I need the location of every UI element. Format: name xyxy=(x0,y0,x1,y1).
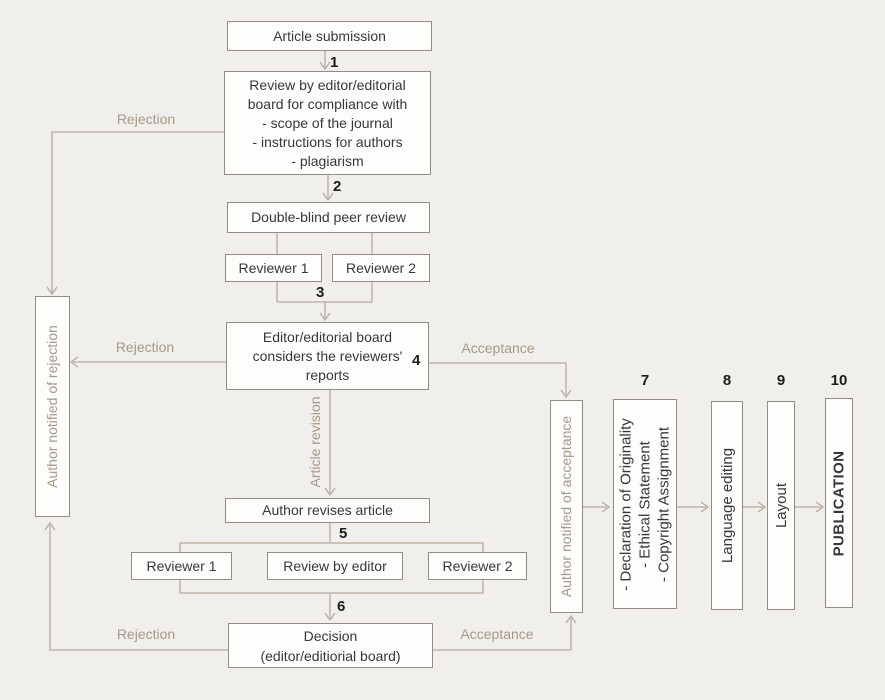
box-label: Article submission xyxy=(273,27,386,44)
box-language-editing: Language editing xyxy=(711,401,743,610)
label-rejection-top: Rejection xyxy=(116,111,176,127)
box-double-blind-review: Double-blind peer review xyxy=(227,202,430,233)
box-review-by-editor: Review by editor xyxy=(267,552,403,580)
box-publication: PUBLICATION xyxy=(825,398,853,608)
box-editor-considers: Editor/editorial board considers the rev… xyxy=(226,322,429,390)
box-decision: Decision (editor/editiorial board) xyxy=(228,623,433,668)
box-article-submission: Article submission xyxy=(227,21,432,51)
step-number-6: 6 xyxy=(337,598,346,615)
box-line: considers the reviewers' xyxy=(252,347,403,364)
box-reviewer2-top: Reviewer 2 xyxy=(332,254,430,282)
label-acceptance-top: Acceptance xyxy=(461,340,535,356)
box-reviewer1-top: Reviewer 1 xyxy=(225,254,322,282)
step-number-7: 7 xyxy=(640,372,650,389)
box-reviewer2-bottom: Reviewer 2 xyxy=(428,552,527,580)
box-layout: Layout xyxy=(767,401,795,610)
step-number-4: 4 xyxy=(412,352,421,369)
box-line: - Ethical Statement xyxy=(636,440,654,568)
box-line: Decision xyxy=(303,627,358,644)
box-label: Author notified of acceptance xyxy=(558,415,574,598)
box-line: Review by editor/editorial xyxy=(249,76,406,93)
step-number-3: 3 xyxy=(316,284,325,301)
label-article-revision: Article revision xyxy=(300,392,330,492)
box-line: - plagiarism xyxy=(291,152,364,169)
box-label: Review by editor xyxy=(283,557,387,574)
step-number-2: 2 xyxy=(333,178,342,195)
box-label: Reviewer 1 xyxy=(238,259,309,276)
box-line: - scope of the journal xyxy=(262,114,393,131)
box-label: Double-blind peer review xyxy=(251,209,406,225)
box-line: - Declaration of Originality xyxy=(617,417,635,591)
step-number-8: 8 xyxy=(722,372,732,389)
step-number-10: 10 xyxy=(830,372,848,389)
box-label: Reviewer 2 xyxy=(442,557,513,574)
label-text: Article revision xyxy=(307,396,323,488)
box-label: Language editing xyxy=(718,447,736,564)
box-line: (editor/editiorial board) xyxy=(260,647,401,664)
label-rejection-bottom: Rejection xyxy=(116,626,176,642)
box-line: - instructions for authors xyxy=(252,133,403,150)
step-number-1: 1 xyxy=(330,54,339,71)
box-label: Author notified of rejection xyxy=(44,325,60,488)
box-line: Editor/editorial board xyxy=(262,328,393,345)
step-number-5: 5 xyxy=(339,525,348,542)
box-line: reports xyxy=(305,366,350,383)
label-acceptance-bottom: Acceptance xyxy=(460,626,534,642)
box-label: Author revises article xyxy=(262,502,393,518)
box-label: Reviewer 1 xyxy=(146,557,217,574)
box-reviewer1-bottom: Reviewer 1 xyxy=(131,552,232,580)
box-declarations: - Declaration of Originality - Ethical S… xyxy=(613,399,677,609)
label-rejection-middle: Rejection xyxy=(115,339,175,355)
box-line: board for compliance with xyxy=(247,95,408,112)
box-label: Layout xyxy=(772,482,790,529)
box-compliance-review: Review by editor/editorial board for com… xyxy=(224,71,431,175)
step-number-9: 9 xyxy=(776,372,786,389)
box-label: Reviewer 2 xyxy=(345,259,417,276)
box-label: PUBLICATION xyxy=(830,450,848,556)
box-author-notified-rejection: Author notified of rejection xyxy=(35,296,70,517)
box-line: - Copyright Assignment xyxy=(655,426,673,582)
box-author-notified-acceptance: Author notified of acceptance xyxy=(550,400,583,613)
box-author-revises: Author revises article xyxy=(225,498,430,523)
